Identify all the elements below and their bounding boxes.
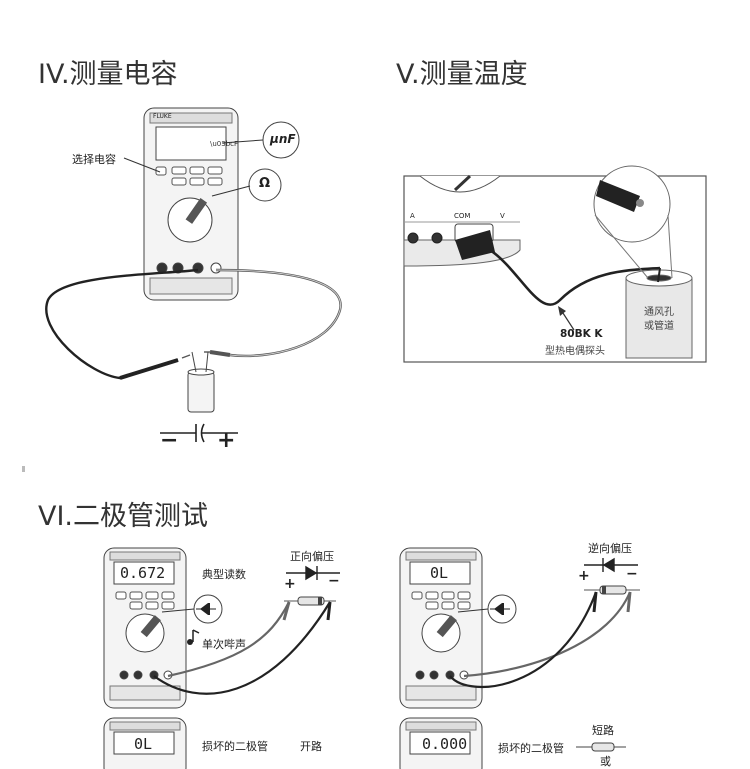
capacitor-symbol: [160, 423, 238, 443]
section-title-capacitance: IV.测量电容: [38, 59, 178, 90]
reverse-minus: −: [626, 566, 638, 582]
polarity-plus: +: [217, 428, 236, 453]
forward-bias-label: 正向偏压: [290, 550, 334, 563]
diode-component-reverse: [584, 585, 640, 595]
single-beep-label: 单次哔声: [202, 638, 246, 651]
unit-badge: μnF: [270, 132, 296, 146]
vent-label-2: 或管道: [644, 321, 674, 332]
reverse-bias-symbol: [584, 557, 638, 573]
reading-reverse: 0L: [430, 564, 449, 582]
probe-model: 80BK K: [560, 328, 603, 340]
function-callout: [248, 168, 282, 202]
typical-reading-label: 典型读数: [202, 568, 246, 581]
section-title-diode: VI.二极管测试: [38, 501, 209, 532]
capacitor-component: [187, 351, 215, 413]
brand-logo: FLUKE: [153, 113, 172, 120]
probe-description: 型热电偶探头: [545, 346, 605, 357]
or-label: 或: [600, 755, 611, 768]
music-note-icon: [187, 629, 200, 645]
jack-label-com: COM: [454, 212, 471, 220]
bad-diode-label-short: 损坏的二极管: [498, 742, 564, 755]
bad-diode-label-open: 损坏的二极管: [202, 740, 268, 753]
vent-label-1: 通风孔: [644, 307, 674, 318]
ohm-badge: Ω: [259, 176, 271, 191]
jack-label-a: A: [410, 212, 415, 220]
forward-bias-symbol: [286, 565, 340, 581]
section-title-temperature: V.测量温度: [396, 59, 528, 90]
select-capacitance-label: 选择电容: [72, 153, 116, 166]
reverse-plus: +: [578, 568, 590, 584]
thermocouple-plug: [455, 230, 495, 260]
temperature-diagram: [403, 165, 707, 363]
forward-plus: +: [284, 576, 296, 592]
multimeter-diode-reverse: [399, 547, 483, 709]
short-circuit-label: 短路: [592, 724, 614, 737]
polarity-minus: −: [160, 428, 179, 453]
reverse-bias-label: 逆向偏压: [588, 542, 632, 555]
multimeter-diode-forward: [103, 547, 187, 709]
open-circuit-label: 开路: [300, 740, 322, 753]
reading-forward: 0.672: [120, 564, 166, 582]
reading-short: 0.000: [422, 735, 468, 753]
svg-text:\u03bcF: \u03bcF: [210, 140, 238, 148]
multimeter-capacitance: \u03bcF: [143, 107, 239, 301]
jack-label-v: V: [500, 212, 505, 220]
reading-open: 0L: [134, 735, 153, 753]
diode-icon: [196, 603, 216, 615]
shorted-diode-symbol: [576, 742, 626, 752]
diode-component-forward: [284, 596, 336, 606]
forward-minus: −: [328, 573, 340, 589]
